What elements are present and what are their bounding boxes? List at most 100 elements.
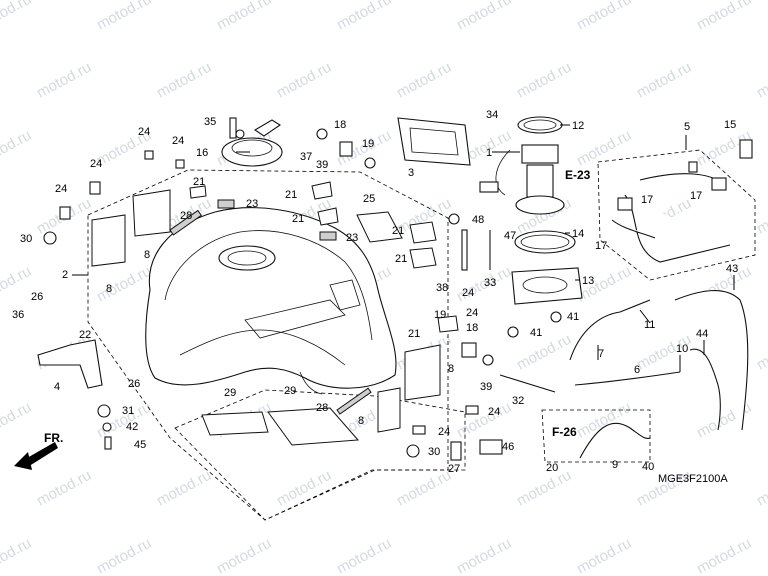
- watermark-text: motod.ru: [754, 467, 768, 510]
- label-1: 1: [486, 147, 492, 159]
- label-36: 36: [12, 309, 24, 321]
- assembly-outline: [87, 149, 756, 521]
- label-45: 45: [134, 439, 146, 451]
- watermark-text: motod.ru: [94, 535, 154, 576]
- fr-label: FR.: [44, 431, 63, 445]
- watermark-text: motod.ru: [514, 467, 574, 510]
- label-31: 31: [122, 405, 134, 417]
- label-12: 12: [572, 120, 584, 132]
- label-14: 14: [572, 228, 584, 240]
- label-43: 43: [726, 263, 738, 275]
- watermark-text: motod.ru: [214, 0, 274, 34]
- label-37: 37: [300, 151, 312, 163]
- label-9: 9: [612, 459, 618, 471]
- watermark-text: motod.ru: [454, 399, 514, 442]
- watermark-text: motod.ru: [454, 0, 514, 34]
- label-17b: 17: [690, 190, 702, 202]
- label-10: 10: [676, 343, 688, 355]
- label-41b: 41: [567, 311, 579, 323]
- label-3: 3: [408, 167, 414, 179]
- label-8b: 8: [144, 249, 150, 261]
- leader-lines: [72, 124, 735, 372]
- fuel-cap-assembly: [221, 117, 283, 167]
- label-34: 34: [486, 109, 498, 121]
- watermark-text: motod.ru: [0, 263, 34, 306]
- label-15: 15: [724, 119, 736, 131]
- label-47: 47: [504, 230, 516, 242]
- label-19b: 19: [434, 309, 446, 321]
- label-21e: 21: [395, 253, 407, 265]
- label-29: 29: [224, 387, 236, 399]
- watermark-text: motod.ru: [34, 467, 94, 510]
- watermark-text: motod.ru: [334, 535, 394, 576]
- label-18: 18: [334, 119, 346, 131]
- label-26b: 26: [128, 378, 140, 390]
- label-29b: 29: [284, 385, 296, 397]
- label-7: 7: [598, 348, 604, 360]
- label-25: 25: [363, 193, 375, 205]
- label-18b: 18: [466, 322, 478, 334]
- ref-f26: F-26: [552, 425, 577, 439]
- label-24: 24: [138, 126, 150, 138]
- label-21f: 21: [408, 328, 420, 340]
- label-32: 32: [512, 395, 524, 407]
- hoses: [569, 173, 749, 459]
- label-22: 22: [79, 329, 91, 341]
- label-24g: 24: [488, 406, 500, 418]
- label-4: 4: [54, 381, 60, 393]
- label-30: 30: [20, 233, 32, 245]
- watermark-text: motod.ru: [574, 535, 634, 576]
- label-24f: 24: [466, 307, 478, 319]
- label-38: 38: [436, 282, 448, 294]
- bracket-and-fasteners: [37, 128, 753, 461]
- part-number-labels: 1 2 3 4 5 6 7 8 8 8 8 9 10 11 12 13 14 1…: [12, 109, 738, 475]
- label-13: 13: [582, 275, 594, 287]
- watermark-text: motod.ru: [754, 331, 768, 374]
- watermark-text: motod.ru: [0, 535, 34, 576]
- label-24b: 24: [172, 135, 184, 147]
- label-21: 21: [193, 176, 205, 188]
- label-24d: 24: [55, 183, 67, 195]
- label-11: 11: [644, 319, 655, 331]
- label-24e: 24: [462, 287, 474, 299]
- label-39b: 39: [480, 381, 492, 393]
- label-40: 40: [642, 461, 654, 473]
- watermark-text: motod.ru: [694, 0, 754, 34]
- watermark-text: motod.ru: [154, 467, 214, 510]
- label-30b: 30: [428, 446, 440, 458]
- watermark-text: motod.ru: [0, 399, 34, 442]
- label-39: 39: [316, 159, 328, 171]
- label-21b: 21: [285, 189, 297, 201]
- watermark-text: motod.ru: [34, 59, 94, 102]
- label-17: 17: [641, 194, 653, 206]
- watermark-text: motod.ru: [0, 0, 34, 34]
- label-6: 6: [634, 364, 640, 376]
- label-16: 16: [196, 147, 208, 159]
- label-24c: 24: [90, 158, 102, 170]
- label-44: 44: [696, 328, 708, 340]
- watermark-text: motod.ru: [94, 0, 154, 34]
- label-48: 48: [472, 214, 484, 226]
- watermark-text: motod.ru: [274, 467, 334, 510]
- label-5: 5: [684, 121, 690, 133]
- label-24h: 24: [438, 426, 450, 438]
- label-20: 20: [546, 462, 558, 474]
- label-41: 41: [530, 327, 542, 339]
- watermark-text: motod.ru: [694, 535, 754, 576]
- watermark-text: motod.ru: [334, 0, 394, 34]
- watermark-text: motod.ru: [634, 59, 694, 102]
- label-21d: 21: [392, 225, 404, 237]
- label-35: 35: [204, 116, 216, 128]
- watermark-text: motod.ru: [574, 127, 634, 170]
- watermark-text: motod.ru: [154, 59, 214, 102]
- watermark-text: motod.ru: [394, 467, 454, 510]
- label-17c: 17: [595, 240, 607, 252]
- label-26: 26: [31, 291, 43, 303]
- label-28b: 28: [316, 402, 328, 414]
- watermark-text: motod.ru: [214, 535, 274, 576]
- watermark-text: motod.ru: [454, 535, 514, 576]
- label-8d: 8: [358, 415, 364, 427]
- diagram-code: MGE3F2100A: [658, 473, 728, 485]
- label-21c: 21: [292, 213, 304, 225]
